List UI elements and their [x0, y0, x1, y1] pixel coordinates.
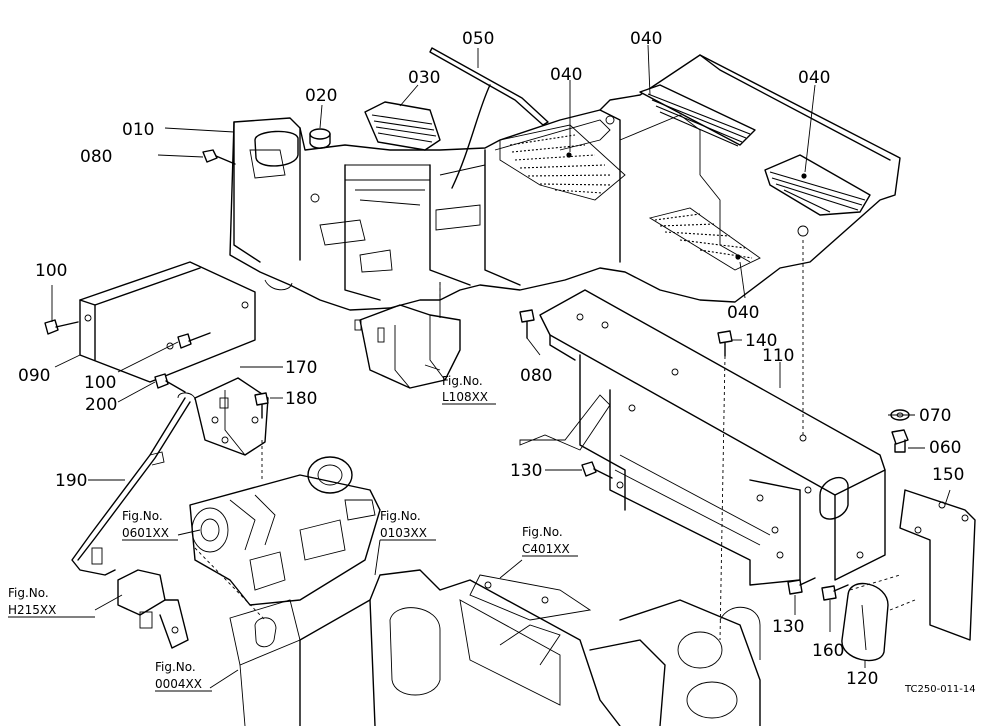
callout-090: 090 — [18, 366, 50, 386]
main-frame-110 — [519, 289, 886, 586]
nut-020 — [309, 128, 331, 149]
callout-160: 160 — [812, 641, 844, 661]
callout-140: 140 — [745, 331, 777, 351]
bolt-130-upper — [581, 461, 613, 479]
callout-180: 180 — [285, 389, 317, 409]
bolt-100-mid — [177, 332, 211, 349]
nut-060 — [891, 429, 909, 453]
callout-100-mid: 100 — [84, 373, 116, 393]
callout-200: 200 — [85, 395, 117, 415]
callout-080-right: 080 — [520, 366, 552, 386]
figure-references: Fig.No. L108XX Fig.No. 0601XX Fig.No. 01… — [8, 374, 578, 692]
rod-050 — [429, 47, 549, 189]
cover-plate-090 — [79, 261, 256, 383]
fig-ref-0601-title: Fig.No. — [122, 509, 163, 523]
bolt-100-top — [44, 319, 79, 335]
callout-080-left: 080 — [80, 147, 112, 167]
callout-150: 150 — [932, 465, 964, 485]
pipe-190 — [71, 392, 196, 576]
step-pad-center — [499, 124, 626, 201]
callout-130-lower: 130 — [772, 617, 804, 637]
bolt-080-left — [202, 149, 236, 165]
callout-030: 030 — [408, 68, 440, 88]
rear-housing — [589, 599, 761, 726]
fig-ref-l108-title: Fig.No. — [442, 374, 483, 388]
fig-ref-h215-code: H215XX — [8, 603, 56, 617]
bracket-l108 — [354, 282, 461, 389]
fig-ref-h215-title: Fig.No. — [8, 586, 49, 600]
drawing-code: TC250-011-14 — [904, 684, 976, 695]
callout-010: 010 — [122, 120, 154, 140]
plate-120 — [841, 582, 889, 662]
callout-040-right: 040 — [798, 68, 830, 88]
leader-lines — [51, 44, 951, 689]
bolt-130-lower — [787, 577, 816, 595]
fig-ref-0004-title: Fig.No. — [155, 660, 196, 674]
valve-h215 — [91, 547, 189, 649]
fig-ref-c401-code: C401XX — [522, 542, 570, 556]
step-pad-right — [764, 154, 871, 216]
fig-ref-0103-code: 0103XX — [380, 526, 427, 540]
step-pad-top-right — [639, 84, 756, 147]
callout-020: 020 — [305, 86, 337, 106]
plate-150 — [899, 489, 976, 641]
callout-050: 050 — [462, 29, 494, 49]
callout-170: 170 — [285, 358, 317, 378]
transmission-0103 — [229, 569, 621, 726]
fig-ref-l108-code: L108XX — [442, 390, 488, 404]
callout-130-upper: 130 — [510, 461, 542, 481]
callout-190: 190 — [55, 471, 87, 491]
fig-ref-0103-title: Fig.No. — [380, 509, 421, 523]
bolt-200 — [154, 373, 186, 393]
callout-120: 120 — [846, 669, 878, 689]
callout-070: 070 — [919, 406, 951, 426]
callout-040-lower: 040 — [727, 303, 759, 323]
callout-110: 110 — [762, 346, 794, 366]
callout-labels: 010 020 030 040 040 040 040 050 080 100 … — [18, 29, 964, 689]
fig-ref-0004-code: 0004XX — [155, 677, 202, 691]
platform-plate — [229, 54, 901, 311]
bracket-170 — [194, 377, 269, 456]
fig-ref-c401-title: Fig.No. — [522, 525, 563, 539]
manifold-0601 — [189, 456, 381, 606]
bolt-180 — [254, 392, 269, 419]
bolt-140 — [717, 330, 733, 357]
dashed-alignment-lines — [194, 240, 916, 641]
step-pad-lower — [648, 207, 761, 271]
callout-040-center: 040 — [550, 65, 582, 85]
callout-100-top: 100 — [35, 261, 67, 281]
bolt-080-right — [519, 309, 535, 339]
fig-ref-0601-code: 0601XX — [122, 526, 169, 540]
callout-040-top: 040 — [630, 29, 662, 49]
bolt-160 — [821, 584, 849, 601]
callout-060: 060 — [929, 438, 961, 458]
step-pad-left — [364, 101, 441, 151]
